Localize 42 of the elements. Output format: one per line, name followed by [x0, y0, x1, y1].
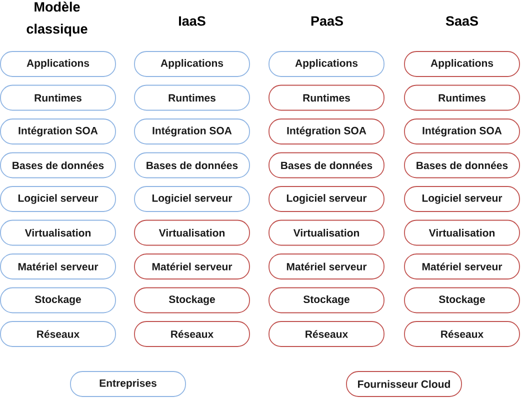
legend-box: Entreprises: [70, 371, 186, 397]
layer-box: Virtualisation: [404, 220, 520, 246]
layer-box: Bases de données: [404, 152, 520, 178]
layer-box: Stockage: [0, 287, 116, 314]
layer-box: Runtimes: [134, 84, 250, 111]
layer-box: Logiciel serveur: [268, 186, 384, 212]
layer-box: Intégration SOA: [0, 118, 116, 144]
layer-box: Bases de données: [0, 152, 116, 178]
layer-box: Logiciel serveur: [134, 186, 250, 212]
column-header: SaaS: [446, 16, 478, 26]
layer-box: Applications: [268, 51, 384, 77]
layer-box: Virtualisation: [134, 220, 250, 246]
layer-box: Bases de données: [268, 152, 384, 178]
column-header: Modèle classique: [26, 2, 88, 36]
layer-box: Intégration SOA: [404, 118, 520, 144]
layer-box: Réseaux: [0, 321, 116, 347]
layer-box: Runtimes: [0, 84, 116, 111]
layer-box: Applications: [134, 51, 250, 77]
layer-box: Réseaux: [268, 321, 384, 347]
layer-box: Matériel serveur: [134, 254, 250, 280]
layer-box: Logiciel serveur: [0, 186, 116, 212]
layer-box: Applications: [404, 51, 520, 77]
layer-box: Stockage: [268, 287, 384, 314]
layer-box: Logiciel serveur: [404, 186, 520, 212]
layer-box: Matériel serveur: [404, 254, 520, 280]
column-header: PaaS: [311, 16, 343, 26]
layer-box: Runtimes: [268, 84, 384, 111]
layer-box: Matériel serveur: [0, 254, 116, 280]
layer-box: Runtimes: [404, 84, 520, 111]
layer-box: Intégration SOA: [268, 118, 384, 144]
layer-box: Matériel serveur: [268, 254, 384, 280]
layer-box: Stockage: [134, 287, 250, 314]
column-header: IaaS: [179, 16, 206, 26]
layer-box: Stockage: [404, 287, 520, 314]
layer-box: Intégration SOA: [134, 118, 250, 144]
layer-box: Applications: [0, 51, 116, 77]
legend-box: Fournisseur Cloud: [346, 371, 462, 397]
layer-box: Réseaux: [404, 321, 520, 347]
layer-box: Virtualisation: [268, 220, 384, 246]
layer-box: Virtualisation: [0, 220, 116, 246]
layer-box: Réseaux: [134, 321, 250, 347]
layer-box: Bases de données: [134, 152, 250, 178]
